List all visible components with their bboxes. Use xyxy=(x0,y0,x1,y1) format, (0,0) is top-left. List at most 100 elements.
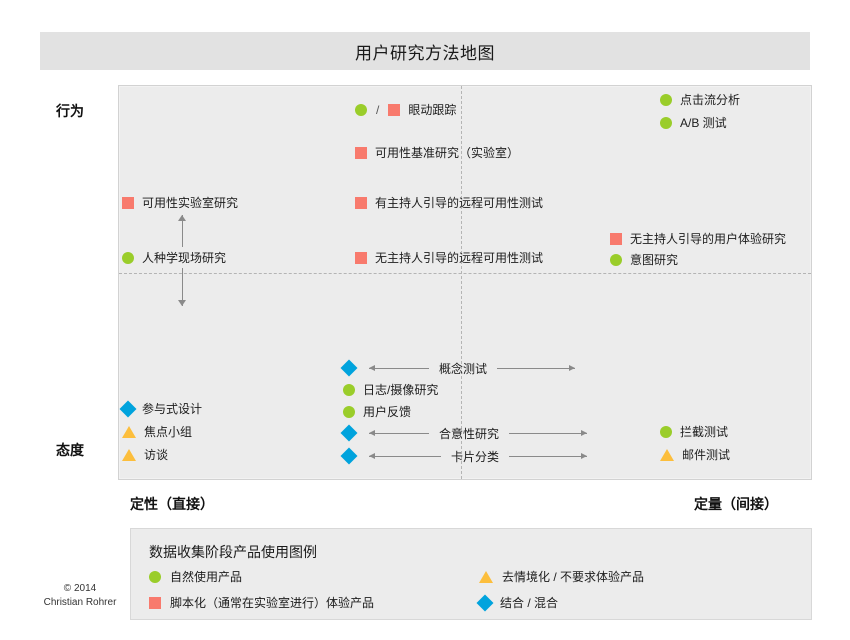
method-label: 人种学现场研究 xyxy=(142,251,227,265)
square-icon xyxy=(355,252,367,264)
arrow-head-down-icon xyxy=(178,300,186,306)
circle-icon xyxy=(343,406,355,418)
method-label: 点击流分析 xyxy=(680,93,741,107)
range-label: 卡片分类 xyxy=(451,449,500,464)
arrow-head-right-icon xyxy=(581,429,588,436)
lab-to-field-arrow xyxy=(177,215,189,247)
triangle-icon xyxy=(479,571,493,583)
axis-label-qualitative: 定性（直接） xyxy=(130,496,214,512)
arrow-shaft-right xyxy=(509,429,588,436)
diamond-icon xyxy=(340,424,358,442)
method-label: 拦截测试 xyxy=(680,425,729,439)
arrow-shaft-left xyxy=(369,364,429,371)
triangle-icon xyxy=(122,449,136,461)
method-point-ab-testing[interactable]: A/B 测试 xyxy=(660,117,727,129)
copyright-year: © 2014 xyxy=(63,583,97,594)
method-point-usability-benchmark[interactable]: 可用性基准研究（实验室） xyxy=(355,147,519,159)
diamond-icon xyxy=(476,594,494,612)
square-icon xyxy=(122,197,134,209)
method-point-focus-group[interactable]: 焦点小组 xyxy=(122,426,192,438)
circle-icon xyxy=(122,252,134,264)
method-label: 日志/摄像研究 xyxy=(363,383,439,397)
method-label: 有主持人引导的远程可用性测试 xyxy=(375,196,544,210)
method-point-unmoderated-remote[interactable]: 无主持人引导的远程可用性测试 xyxy=(355,252,543,264)
diamond-icon xyxy=(340,359,358,377)
arrow-shaft xyxy=(182,215,183,247)
method-point-diary-camera-study[interactable]: 日志/摄像研究 xyxy=(343,384,438,396)
method-label: 可用性基准研究（实验室） xyxy=(375,146,520,160)
legend-item-hybrid[interactable]: 结合 / 混合 xyxy=(476,594,559,612)
method-point-clickstream-analysis[interactable]: 点击流分析 xyxy=(660,94,740,106)
legend-title: 数据收集阶段产品使用图例 xyxy=(149,544,317,560)
field-down-arrow xyxy=(177,268,189,306)
method-label: 邮件测试 xyxy=(682,448,731,462)
method-label: 参与式设计 xyxy=(142,402,203,416)
method-label: 焦点小组 xyxy=(144,425,193,439)
arrow-shaft-right xyxy=(497,364,576,371)
square-icon xyxy=(610,233,622,245)
vertical-divider-line xyxy=(461,86,462,479)
arrow-shaft xyxy=(182,268,183,306)
axis-label-attitudinal: 态度 xyxy=(56,442,84,458)
method-point-unmoderated-ux-study[interactable]: 无主持人引导的用户体验研究 xyxy=(610,233,786,245)
circle-icon xyxy=(660,426,672,438)
method-label: 无主持人引导的远程可用性测试 xyxy=(375,251,544,265)
method-point-eye-tracking[interactable]: /眼动跟踪 xyxy=(355,103,456,117)
square-icon xyxy=(388,104,401,116)
circle-icon xyxy=(343,384,355,396)
arrow-shaft-left xyxy=(369,429,429,436)
arrow-shaft-right xyxy=(509,452,588,459)
arrow-shaft-left xyxy=(369,452,441,459)
circle-icon xyxy=(149,571,161,583)
method-point-email-survey[interactable]: 邮件测试 xyxy=(660,449,730,461)
legend-item-label: 去情境化 / 不要求体验产品 xyxy=(502,570,645,584)
arrow-head-left-icon xyxy=(369,364,375,371)
method-range-desirability[interactable]: 合意性研究 xyxy=(340,424,588,442)
triangle-icon xyxy=(660,449,674,461)
arrow-head-left-icon xyxy=(369,429,375,436)
legend-item-label: 自然使用产品 xyxy=(170,570,243,584)
range-label: 概念测试 xyxy=(439,361,488,376)
method-point-usability-lab-study[interactable]: 可用性实验室研究 xyxy=(122,197,238,209)
shape-separator: / xyxy=(376,103,380,117)
method-point-ethnographic-field[interactable]: 人种学现场研究 xyxy=(122,252,226,264)
arrow-head-right-icon xyxy=(569,364,576,371)
copyright-author: Christian Rohrer xyxy=(43,596,117,608)
method-point-intercept-survey[interactable]: 拦截测试 xyxy=(660,426,728,438)
page-title: 用户研究方法地图 xyxy=(355,43,495,63)
copyright-notice: © 2014 Christian Rohrer xyxy=(40,582,120,609)
circle-icon xyxy=(660,117,672,129)
method-range-card-sorting[interactable]: 卡片分类 xyxy=(340,447,588,465)
arrow-head-right-icon xyxy=(581,452,588,459)
method-point-user-feedback[interactable]: 用户反馈 xyxy=(343,406,411,418)
legend-item-label: 结合 / 混合 xyxy=(500,596,559,610)
method-label: 用户反馈 xyxy=(363,405,412,419)
method-point-interview[interactable]: 访谈 xyxy=(122,449,168,461)
legend-item-scripted-use[interactable]: 脚本化（通常在实验室进行）体验产品 xyxy=(149,597,374,609)
method-point-moderated-remote[interactable]: 有主持人引导的远程可用性测试 xyxy=(355,197,543,209)
diamond-icon xyxy=(340,447,358,465)
range-arrow: 概念测试 xyxy=(369,361,576,376)
arrow-head-left-icon xyxy=(369,452,375,459)
range-label: 合意性研究 xyxy=(439,426,500,441)
quadrant-plot-area xyxy=(118,85,812,480)
axis-label-behavioral: 行为 xyxy=(56,103,84,119)
method-label: 无主持人引导的用户体验研究 xyxy=(630,232,787,246)
method-point-participatory-design[interactable]: 参与式设计 xyxy=(119,400,203,418)
method-point-intent-study[interactable]: 意图研究 xyxy=(610,254,678,266)
horizontal-divider-line xyxy=(119,273,811,274)
method-label: 可用性实验室研究 xyxy=(142,196,239,210)
circle-icon xyxy=(660,94,672,106)
page-title-bar: 用户研究方法地图 xyxy=(40,32,810,70)
circle-icon xyxy=(355,104,367,116)
legend-item-natural-use[interactable]: 自然使用产品 xyxy=(149,571,242,583)
square-icon xyxy=(355,197,367,209)
legend-item-decontextual[interactable]: 去情境化 / 不要求体验产品 xyxy=(479,571,644,583)
method-label: 访谈 xyxy=(144,448,169,462)
method-range-concept-testing[interactable]: 概念测试 xyxy=(340,359,576,377)
range-arrow: 合意性研究 xyxy=(369,426,588,441)
axis-label-quantitative: 定量（间接） xyxy=(694,496,778,512)
square-icon xyxy=(355,147,367,159)
square-icon xyxy=(149,597,161,609)
